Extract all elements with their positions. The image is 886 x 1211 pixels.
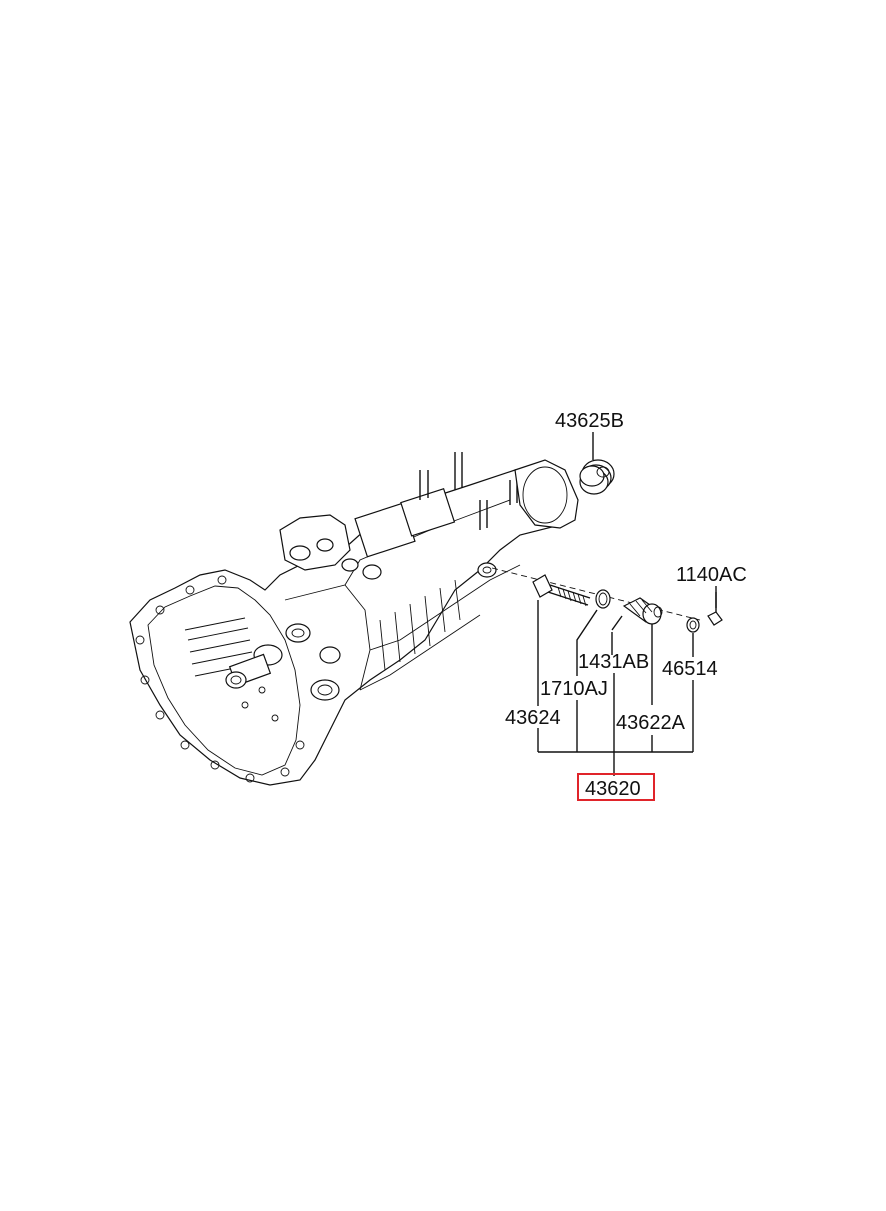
transmission-illustration [129,452,701,786]
leader-lines [537,432,717,776]
part-1140AC-drawing [707,592,723,626]
part-1431AB-drawing [611,615,623,631]
label-43624[interactable]: 43624 [505,707,561,729]
part-1710AJ-drawing [595,589,611,609]
part-43625B-drawing [579,459,615,495]
label-43622A[interactable]: 43622A [616,712,686,734]
highlight-box [577,773,655,801]
label-46514[interactable]: 46514 [662,658,718,680]
part-43622A-drawing [622,597,663,625]
part-43624-drawing [532,574,591,607]
label-43625B[interactable]: 43625B [555,410,624,432]
part-46514-drawing [686,617,700,633]
label-1431AB[interactable]: 1431AB [578,651,649,673]
label-43620[interactable]: 43620 [585,778,641,800]
highlighted-part-43620[interactable]: 43620 [577,773,655,801]
label-1140AC[interactable]: 1140AC [676,564,747,586]
label-1710AJ[interactable]: 1710AJ [540,678,608,700]
